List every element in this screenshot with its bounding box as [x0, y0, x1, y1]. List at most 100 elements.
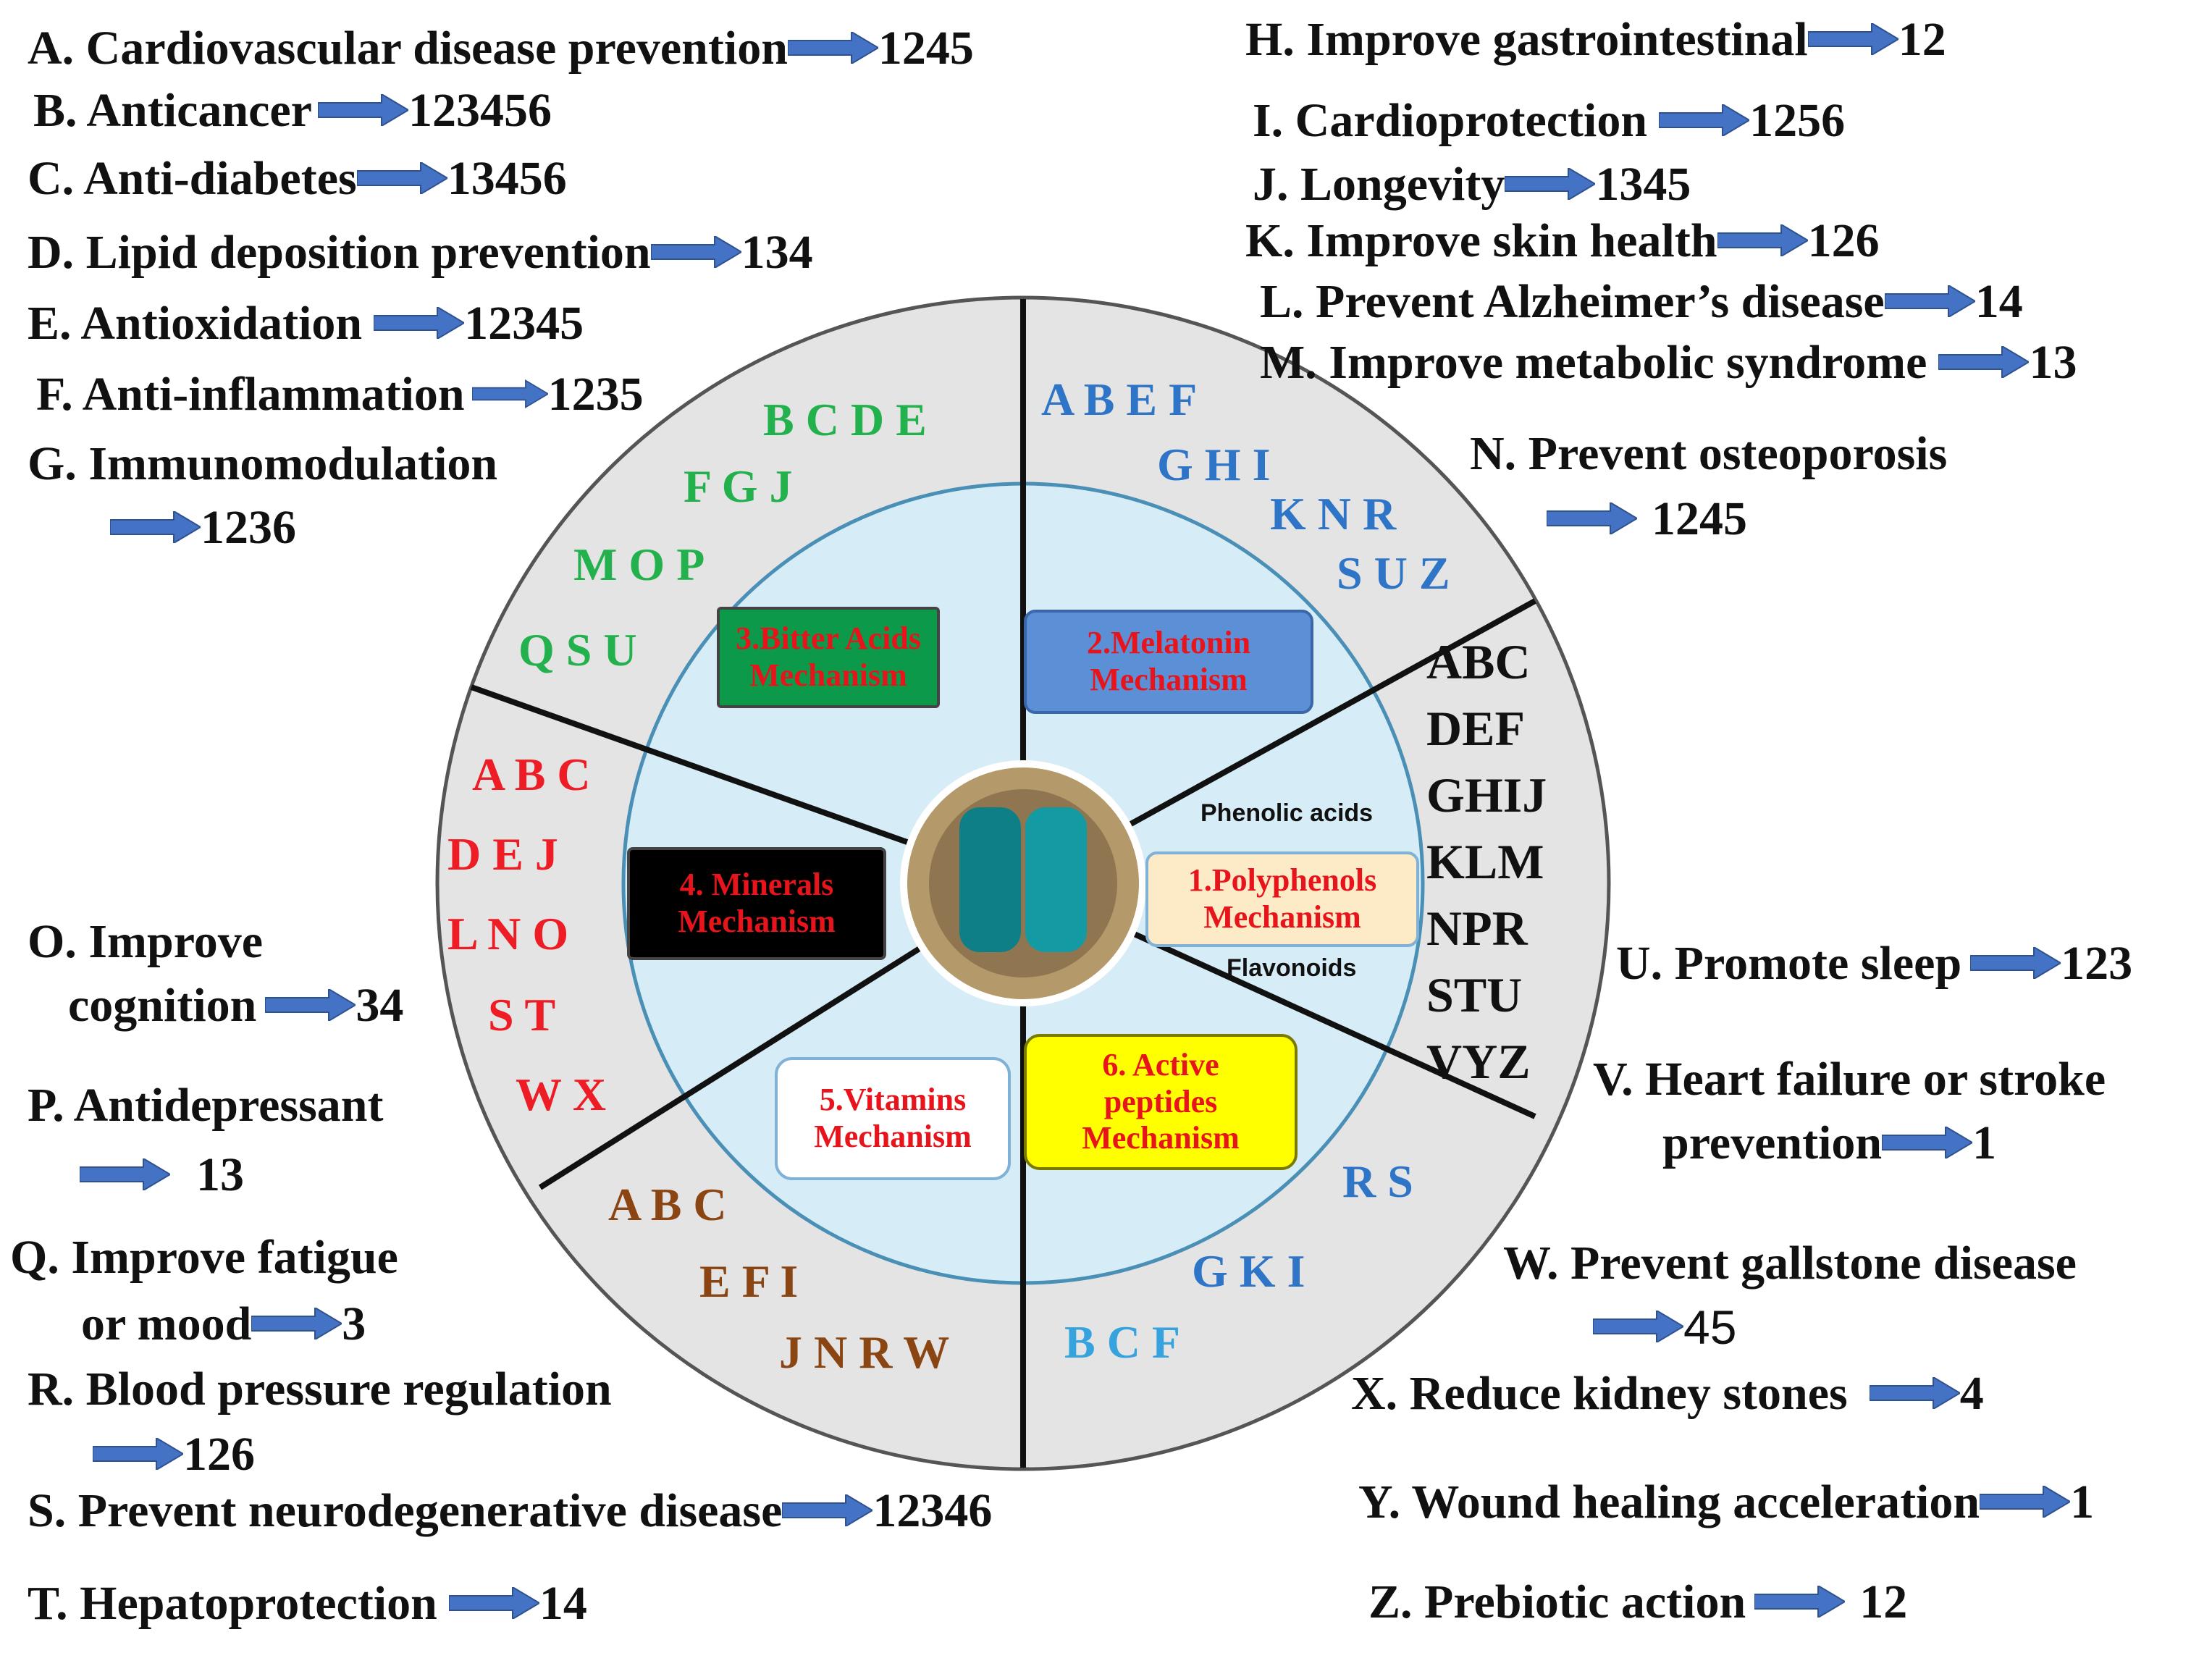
item-label: T. Hepatoprotection	[28, 1577, 437, 1630]
arrow-icon	[316, 87, 410, 135]
item-number: 1	[2070, 1476, 2095, 1528]
item-label: K. Improve skin health	[1245, 214, 1717, 267]
item-number: 1345	[1595, 158, 1691, 211]
arrow-icon	[1969, 940, 2063, 988]
right-item-u: U. Promote sleep 123	[1616, 940, 2132, 988]
mechanism-title: 6. Active	[1102, 1047, 1219, 1083]
item-number: 12	[1859, 1576, 1908, 1628]
arrow-icon	[1504, 161, 1597, 209]
right-item-w-value: 45	[1592, 1300, 1737, 1354]
arrow-icon	[109, 504, 202, 552]
segment-vitamins-letters-1: A B C	[608, 1179, 727, 1230]
item-label: A. Cardiovascular disease prevention	[28, 22, 788, 75]
item-number: 1245	[878, 22, 974, 75]
item-number: 1245	[1652, 492, 1747, 545]
segment-vitamins-letters-2: E F I	[699, 1255, 799, 1307]
segment-melatonin-letters-2: G H I	[1157, 439, 1271, 490]
mechanism-subtitle: Mechanism	[1203, 899, 1361, 935]
arrow-icon	[356, 155, 449, 203]
segment-peptides-letters-3: B C F	[1064, 1316, 1180, 1368]
item-label: G. Immunomodulation	[28, 437, 498, 490]
arrow-icon	[1979, 1479, 2072, 1526]
segment-polyphenols-letters-3: GHIJ	[1426, 767, 1547, 823]
arrow-icon	[1592, 1303, 1685, 1351]
arrow-icon	[1754, 1578, 1847, 1626]
item-label: Z. Prebiotic action	[1368, 1576, 1746, 1628]
left-item-p: P. Antidepressant	[28, 1082, 383, 1130]
item-number: 1235	[547, 368, 644, 421]
item-number: 45	[1683, 1300, 1737, 1354]
item-label: F. Anti-inflammation	[36, 368, 465, 421]
arrow-icon	[1807, 16, 1900, 64]
product-can-right	[1025, 807, 1087, 952]
item-label: H. Improve gastrointestinal	[1245, 13, 1808, 66]
segment-peptides-letters-2: G K I	[1192, 1245, 1305, 1297]
segment-minerals-letters-2: D E J	[447, 828, 558, 880]
segment-polyphenols-letters-5: NPR	[1426, 901, 1528, 956]
item-label: P. Antidepressant	[28, 1079, 384, 1132]
arrow-icon	[264, 982, 358, 1030]
mechanism-subtitle: Mechanism	[678, 904, 836, 939]
item-number: 123456	[408, 84, 552, 137]
item-label: I. Cardioprotection	[1253, 94, 1648, 147]
segment-polyphenols-letters-7: VYZ	[1426, 1034, 1531, 1089]
item-number: 134	[741, 226, 813, 279]
right-item-j: J. Longevity 1345	[1253, 161, 1691, 209]
item-label: M. Improve metabolic syndrome	[1260, 336, 1927, 389]
mechanism-subtitle-2: Mechanism	[1082, 1120, 1240, 1156]
segment-melatonin-letters-1: A B E F	[1041, 374, 1198, 425]
segment-vitamins-letters-3: J N R W	[779, 1326, 950, 1378]
arrow-icon	[781, 1487, 875, 1535]
mechanism-title: 1.Polyphenols	[1187, 862, 1377, 899]
left-item-g: G. Immunomodulation	[28, 440, 497, 488]
item-label: C. Anti-diabetes	[28, 152, 357, 205]
left-item-a: A. Cardiovascular disease prevention 1245	[28, 25, 974, 72]
item-label: J. Longevity	[1253, 158, 1505, 211]
arrow-icon	[1658, 97, 1751, 145]
left-item-o: O. Improve	[28, 918, 263, 966]
segment-peptides-letters-1: R S	[1342, 1156, 1413, 1207]
segment-minerals-letters-4: S T	[488, 989, 556, 1040]
right-item-n-value: 1245	[1546, 492, 1747, 545]
item-number: 13	[2029, 336, 2077, 389]
left-item-r: R. Blood pressure regulation	[28, 1366, 612, 1413]
left-item-g-value: 1236	[109, 504, 296, 552]
arrow-icon	[786, 25, 880, 72]
mechanism-title: 5.Vitamins	[819, 1082, 967, 1118]
segment-polyphenols-letters-4: KLM	[1426, 834, 1544, 889]
right-item-v: V. Heart failure or stroke	[1593, 1056, 2106, 1103]
item-number: 1	[1972, 1116, 1997, 1169]
right-item-z: Z. Prebiotic action 12	[1368, 1578, 1907, 1626]
item-number: 123	[2061, 937, 2133, 990]
left-item-q: Q. Improve fatigue	[10, 1234, 398, 1282]
item-label: D. Lipid deposition prevention	[28, 226, 651, 279]
item-label: U. Promote sleep	[1616, 937, 1962, 990]
item-label: L. Prevent Alzheimer’s disease	[1260, 275, 1885, 328]
left-item-f: F. Anti-inflammation 1235	[36, 371, 644, 418]
item-label: O. Improve	[28, 915, 264, 968]
right-item-n: N. Prevent osteoporosis	[1470, 430, 1947, 478]
phenolic-acids-label: Phenolic acids	[1200, 799, 1374, 827]
item-number: 12345	[464, 297, 584, 350]
segment-minerals-letters-5: W X	[516, 1069, 607, 1120]
segment-bitter-acids-letters-4: Q S U	[518, 624, 637, 676]
arrow-icon	[1881, 1119, 1975, 1167]
segment-polyphenols-letters-6: STU	[1426, 967, 1523, 1022]
item-number: 3	[342, 1297, 366, 1350]
item-number: 126	[183, 1428, 255, 1481]
item-label: B. Anticancer	[33, 84, 312, 137]
